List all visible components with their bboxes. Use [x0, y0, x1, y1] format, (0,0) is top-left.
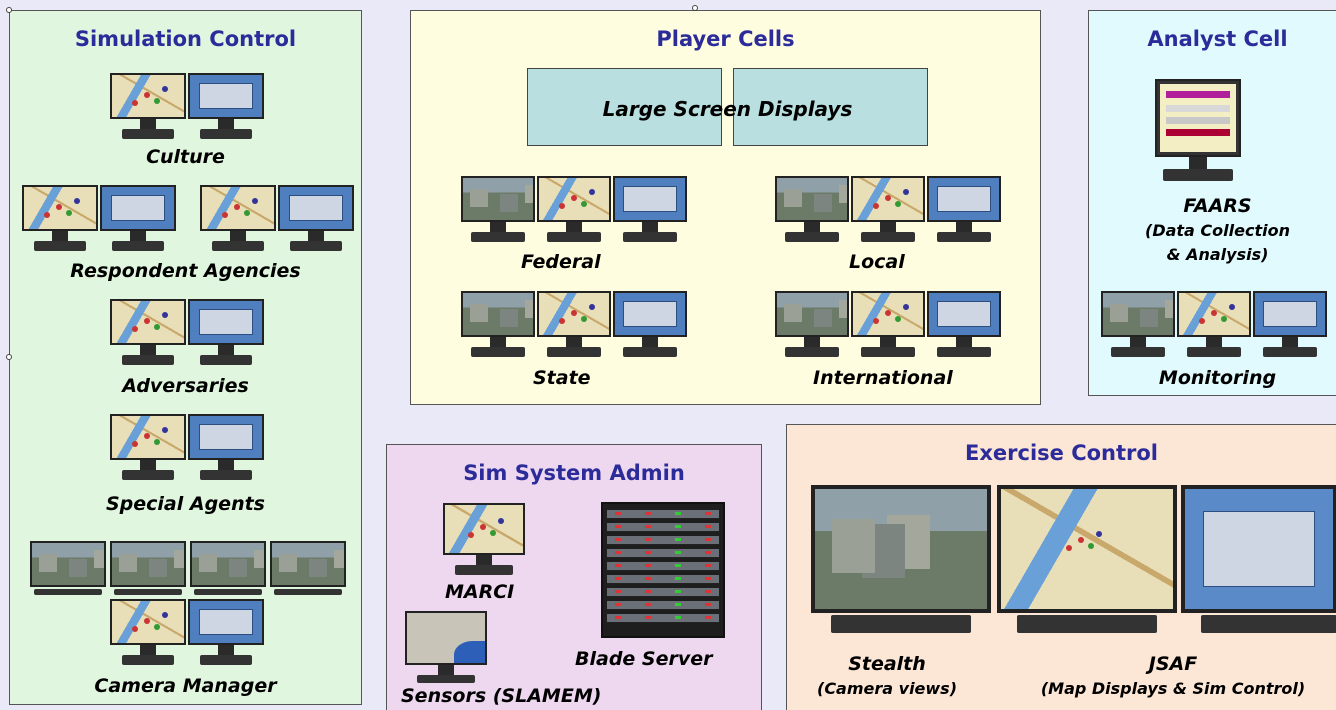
- monitor-icon: [1181, 485, 1336, 645]
- monitor-icon: [1155, 79, 1241, 189]
- sim-system-admin-panel: Sim System Admin MARCI Blade Server Sens…: [386, 444, 762, 710]
- monitor-icon: [405, 611, 487, 689]
- simulation-control-panel: Simulation Control Culture Respondent Ag…: [9, 10, 362, 705]
- monitoring-label: Monitoring: [1158, 367, 1277, 389]
- monitor-icon: [1177, 291, 1251, 361]
- monitor-icon: [110, 541, 186, 601]
- jsaf-label: JSAF: [1148, 653, 1198, 675]
- monitor-icon: [775, 176, 849, 246]
- monitor-icon: [188, 73, 264, 143]
- monitor-icon: [613, 291, 687, 361]
- sensors-label: Sensors (SLAMEM): [401, 685, 602, 707]
- monitor-icon: [851, 176, 925, 246]
- monitor-icon: [851, 291, 925, 361]
- selection-handle: [692, 5, 698, 11]
- monitor-icon: [188, 414, 264, 484]
- adversaries-label: Adversaries: [122, 375, 249, 397]
- selection-handle: [6, 7, 12, 13]
- monitor-icon: [811, 485, 991, 645]
- blade-server-label: Blade Server: [575, 648, 713, 670]
- monitor-icon: [613, 176, 687, 246]
- analyst-cell-title: Analyst Cell: [1147, 27, 1288, 51]
- monitor-icon: [110, 414, 186, 484]
- monitor-icon: [110, 73, 186, 143]
- monitor-icon: [110, 299, 186, 369]
- marci-label: MARCI: [445, 581, 515, 603]
- stealth-label: Stealth: [848, 653, 926, 675]
- monitor-icon: [537, 176, 611, 246]
- large-screen-display-right: [733, 68, 928, 146]
- monitor-icon: [997, 485, 1177, 645]
- exercise-control-panel: Exercise Control Stealth (Camera views) …: [786, 424, 1336, 710]
- monitor-icon: [100, 185, 176, 255]
- local-label: Local: [849, 251, 905, 273]
- monitor-icon: [537, 291, 611, 361]
- monitor-icon: [461, 176, 535, 246]
- faars-sublabel-1: (Data Collection: [1145, 221, 1290, 240]
- sim-system-admin-title: Sim System Admin: [463, 461, 685, 485]
- exercise-control-title: Exercise Control: [965, 441, 1158, 465]
- selection-handle: [6, 354, 12, 360]
- monitor-icon: [110, 599, 186, 669]
- monitor-icon: [30, 541, 106, 601]
- culture-label: Culture: [146, 146, 225, 168]
- monitor-icon: [190, 541, 266, 601]
- respondent-agencies-label: Respondent Agencies: [70, 260, 301, 282]
- monitor-icon: [278, 185, 354, 255]
- faars-label: FAARS: [1183, 195, 1252, 217]
- monitor-icon: [200, 185, 276, 255]
- camera-manager-label: Camera Manager: [94, 675, 277, 697]
- monitor-icon: [927, 291, 1001, 361]
- monitor-icon: [188, 299, 264, 369]
- faars-sublabel-2: & Analysis): [1166, 245, 1269, 264]
- player-cells-panel: Player Cells Large Screen Displays Feder…: [410, 10, 1041, 405]
- stealth-sublabel: (Camera views): [817, 679, 958, 698]
- large-screen-displays-label: Large Screen Displays: [602, 97, 853, 121]
- monitor-icon: [1101, 291, 1175, 361]
- simulation-control-title: Simulation Control: [74, 27, 297, 51]
- analyst-cell-panel: Analyst Cell FAARS (Data Collection & An…: [1088, 10, 1336, 396]
- federal-label: Federal: [521, 251, 601, 273]
- special-agents-label: Special Agents: [105, 493, 265, 515]
- monitor-icon: [461, 291, 535, 361]
- monitor-icon: [22, 185, 98, 255]
- player-cells-title: Player Cells: [656, 27, 795, 51]
- monitor-icon: [188, 599, 264, 669]
- international-label: International: [813, 367, 953, 389]
- monitor-icon: [443, 503, 525, 581]
- server-rack-icon: [601, 502, 725, 638]
- monitor-icon: [775, 291, 849, 361]
- monitor-icon: [270, 541, 346, 601]
- state-label: State: [533, 367, 591, 389]
- monitor-icon: [927, 176, 1001, 246]
- jsaf-sublabel: (Map Displays & Sim Control): [1040, 679, 1306, 698]
- monitor-icon: [1253, 291, 1327, 361]
- large-screen-display-left: [527, 68, 722, 146]
